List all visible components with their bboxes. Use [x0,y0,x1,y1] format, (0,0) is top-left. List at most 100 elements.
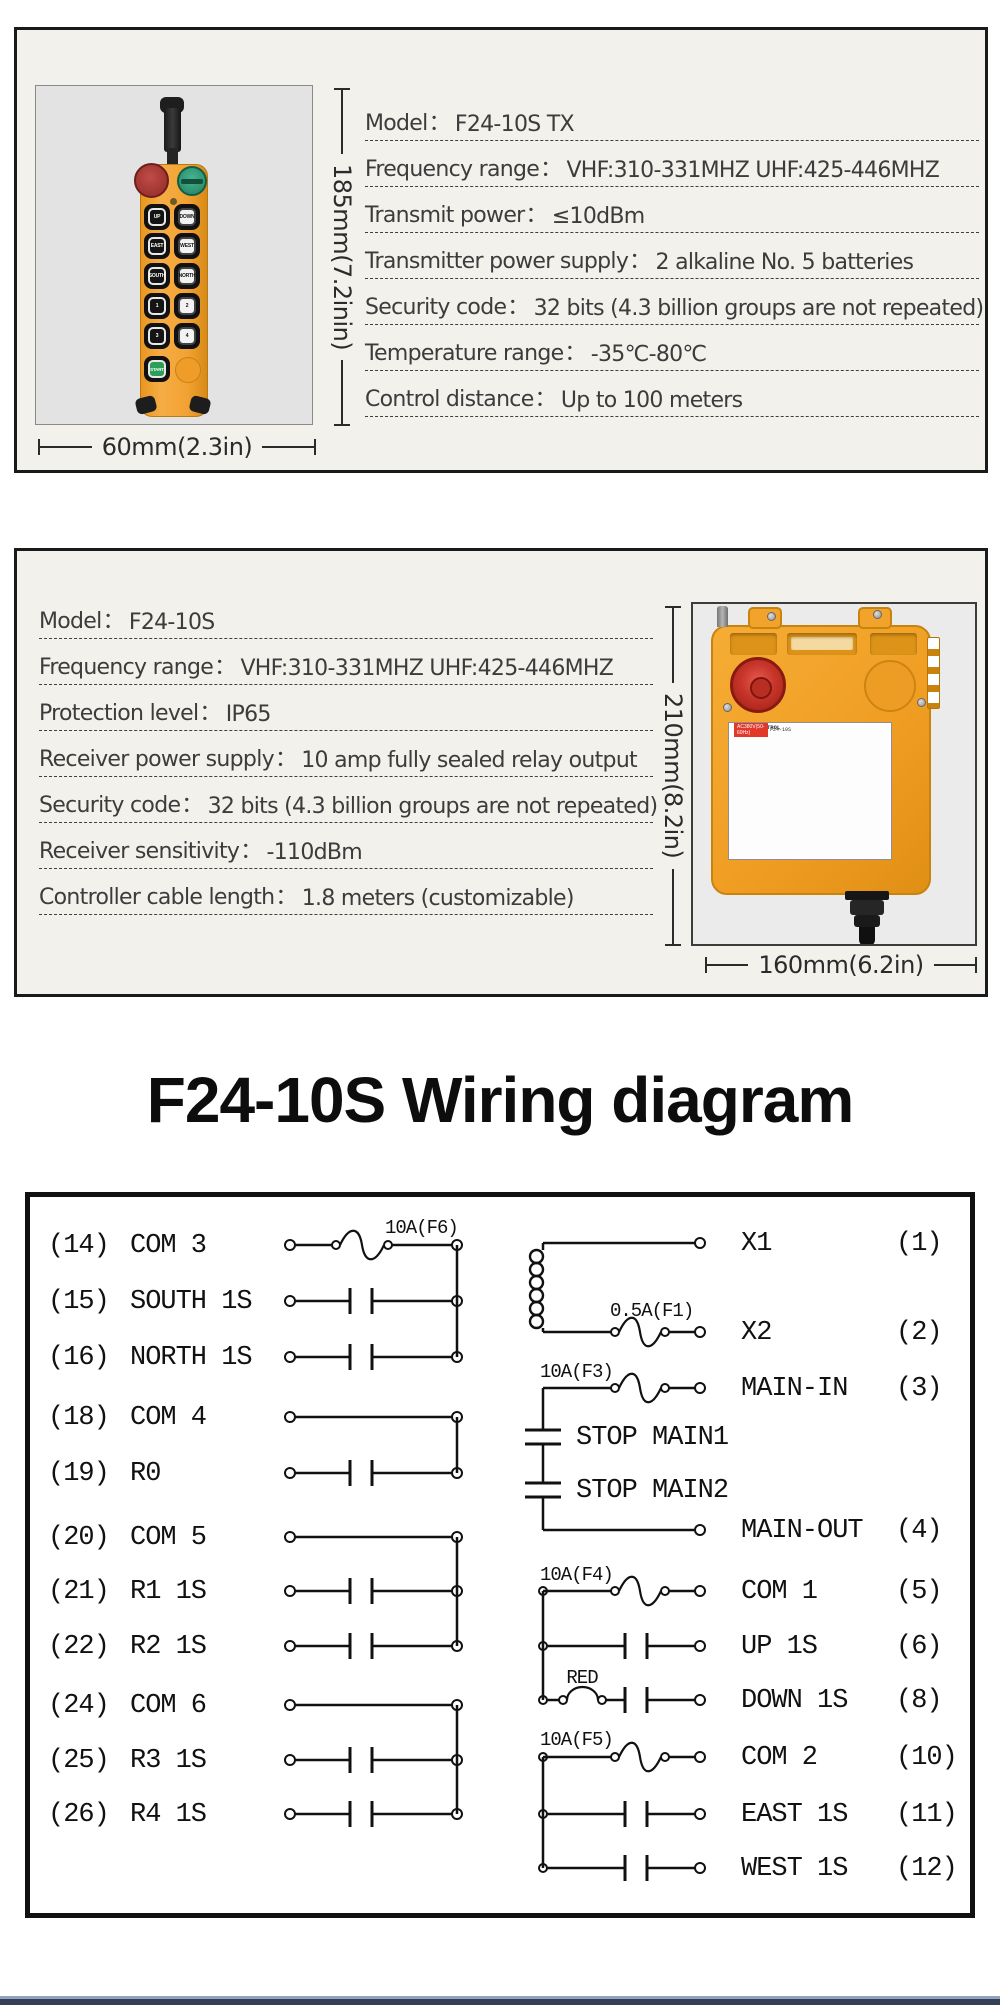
spec-row-power-supply: Receiver power supply10 amp fully sealed… [39,737,653,777]
height-dimension-label: 185mm(7.2inin) [328,163,356,351]
wiring-diagram-title: F24-10S Wiring diagram [146,1064,855,1136]
dim-line [672,868,674,944]
antenna-stub [717,606,728,627]
cable-gland [845,891,889,900]
wiring-pin-label: (12) [896,1854,957,1884]
dim-tick [334,424,350,426]
spec-label: Model [39,603,129,635]
spec-label: Frequency range [39,649,240,681]
stop-contact-label: STOP MAIN1 [576,1423,728,1453]
wiring-terminal-label: X1 [741,1229,771,1259]
spec-value: IP65 [225,702,272,727]
button-start: START [144,356,170,382]
width-dimension-label: 160mm(6.2in) [758,951,924,979]
cable-gland-body [850,900,884,915]
wiring-terminal-label: R3 1S [130,1746,206,1776]
button-label: 1 [148,297,166,315]
spec-label: Transmitter power supply [365,243,655,275]
spec-value: F24-10S [128,610,215,635]
spec-value: VHF:310-331MHZ UHF:425-446MHZ [240,656,614,681]
wiring-pin-label: (26) [48,1800,109,1830]
wiring-pin-label: (4) [896,1516,942,1546]
stop-contact-label: STOP MAIN2 [576,1476,728,1506]
screw-icon [767,612,776,621]
screw-icon [873,610,882,619]
key-slot [181,179,203,184]
spec-label: Receiver sensitivity [39,833,267,865]
dim-line [341,360,343,424]
footer-divider [0,1996,1000,1999]
wiring-terminal-label: COM 2 [741,1743,817,1773]
spec-row-security-code: Security code32 bits (4.3 billion groups… [365,285,984,325]
width-dimension: 60mm(2.3in) [38,433,317,461]
height-dimension: 210mm(8.2in) [653,606,693,946]
button-label: 3 [148,327,166,345]
spec-row-frequency: Frequency rangeVHF:310-331MHZ UHF:425-44… [39,645,653,685]
red-tag-label: RED [566,1667,598,1689]
spec-value: 1.8 meters (customizable) [301,886,575,911]
fuse-label: 10A(F3) [540,1361,613,1383]
wiring-pin-label: (21) [48,1577,109,1607]
spec-label: Security code [365,289,534,321]
wiring-terminal-label: MAIN-IN [741,1374,847,1404]
spec-label: Frequency range [365,151,566,183]
wiring-pin-label: (11) [896,1800,957,1830]
antenna [164,108,181,152]
button-label: WEST [178,237,196,255]
spec-value: F24-10S TX [454,112,575,137]
spec-row-model: ModelF24-10S TX [365,101,979,141]
dim-tick [334,88,350,90]
fuse-label: 10A(F5) [540,1729,613,1751]
button-down: DOWN [174,204,200,230]
wiring-terminal-label: R0 [130,1459,160,1489]
spec-row-model: ModelF24-10S [39,599,653,639]
mount-tab-left [748,607,782,629]
wiring-pin-label: (8) [896,1686,942,1716]
wiring-terminal-label: COM 5 [130,1523,206,1553]
screw-icon [170,198,177,205]
button-label: SOUTH [148,267,166,285]
height-dimension-label: 210mm(8.2in) [659,693,687,859]
button-label: 2 [178,297,196,315]
wiring-pin-label: (5) [896,1577,942,1607]
wiring-pin-label: (15) [48,1287,109,1317]
spec-value: -35℃-80℃ [590,342,707,367]
width-dimension: 160mm(6.2in) [705,951,977,979]
fuse-label: 10A(F6) [385,1217,458,1239]
fuse-label: 10A(F4) [540,1564,613,1586]
dim-tick [314,439,317,455]
vent-slot [730,633,777,655]
spec-value: ≤10dBm [551,204,645,229]
dim-tick [38,439,40,455]
spec-label: Control distance [365,381,561,413]
button-north: NORTH [174,263,200,289]
coil-icon [528,1313,545,1330]
wiring-pin-label: (25) [48,1746,109,1776]
wiring-terminal-label: EAST 1S [741,1800,847,1830]
wiring-terminal-label: UP 1S [741,1632,817,1662]
receiver-nameplate: F24 REMOTE CONTROL MODEL NO. : F24-10S S… [728,722,892,860]
button-2: 2 [174,293,200,319]
spec-row-power-supply: Transmitter power supply2 alkaline No. 5… [365,239,979,279]
wiring-terminal-label: MAIN-OUT [741,1516,863,1546]
wiring-pin-label: (1) [896,1229,942,1259]
spec-value: VHF:310-331MHZ UHF:425-446MHZ [566,158,940,183]
spec-label: Protection level [39,695,226,727]
receiver-photo: F24 REMOTE CONTROL MODEL NO. : F24-10S S… [691,602,977,946]
wiring-terminal-label: COM 1 [741,1577,817,1607]
spec-value: 32 bits (4.3 billion groups are not repe… [207,794,658,819]
dim-line [933,964,975,966]
screw-icon [917,698,926,707]
wiring-terminal-label: NORTH 1S [130,1343,252,1373]
vent-window [791,637,853,650]
button-up: UP [144,204,170,230]
wiring-terminal-label: COM 3 [130,1231,206,1261]
dim-tick [705,957,707,973]
spec-row-cable-length: Controller cable length1.8 meters (custo… [39,875,653,915]
wiring-terminal-label: X2 [741,1318,771,1348]
receiver-spec-panel: ModelF24-10S Frequency rangeVHF:310-331M… [14,548,988,997]
spec-row-sensitivity: Receiver sensitivity-110dBm [39,829,653,869]
wiring-terminal-label: WEST 1S [741,1854,847,1884]
